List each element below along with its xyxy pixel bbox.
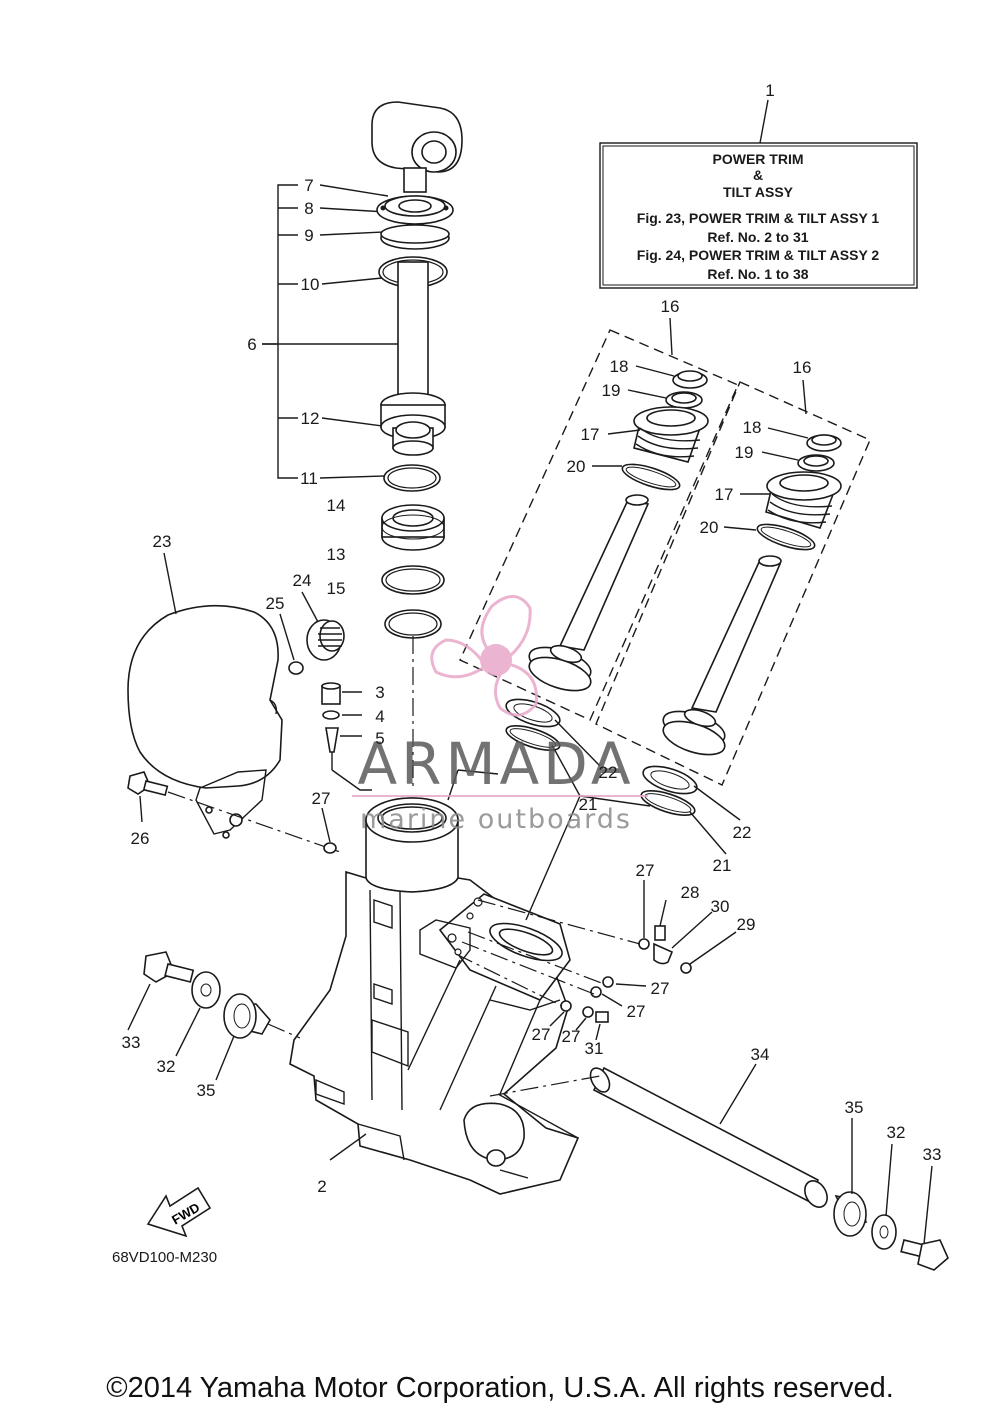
callout-16b: 16	[793, 358, 812, 377]
assy-line-1: POWER TRIM	[713, 151, 804, 167]
armada-watermark: ARMADA marine outboards	[352, 595, 648, 835]
callout-32b: 32	[887, 1123, 906, 1142]
callout-7: 7	[304, 176, 313, 195]
callout-12: 12	[301, 409, 320, 428]
callout-34: 34	[751, 1045, 770, 1064]
trim-rod-left	[528, 370, 709, 692]
callout-25: 25	[266, 594, 285, 613]
assy-line-4: Fig. 23, POWER TRIM & TILT ASSY 1	[637, 210, 880, 226]
callout-29: 29	[737, 915, 756, 934]
callout-27b: 27	[636, 861, 655, 880]
assy-line-2: &	[753, 167, 763, 183]
motor-cover-23	[127, 604, 283, 839]
callout-17b: 17	[715, 485, 734, 504]
callout-20b: 20	[700, 518, 719, 537]
callout-18a: 18	[610, 357, 629, 376]
callout-11: 11	[300, 469, 318, 488]
ball-29	[680, 962, 692, 974]
trim-tilt-housing-2	[289, 797, 580, 1195]
callout-15: 15	[327, 579, 346, 598]
bolt-33-left	[143, 951, 195, 983]
callout-27d: 27	[627, 1002, 646, 1021]
assy-line-5: Ref. No. 2 to 31	[707, 229, 808, 245]
watermark-tagline: marine outboards	[360, 804, 632, 835]
callout-18b: 18	[743, 418, 762, 437]
diagram-code: 68VD100-M230	[112, 1249, 217, 1266]
propeller-logo-icon	[430, 595, 538, 717]
assy-line-3: TILT ASSY	[723, 184, 794, 200]
callout-17a: 17	[581, 425, 600, 444]
callout-9: 9	[304, 226, 313, 245]
callout-8: 8	[304, 199, 313, 218]
callout-5: 5	[375, 729, 384, 748]
part-5	[325, 727, 339, 753]
pin-28	[654, 925, 666, 941]
watermark-brand: ARMADA	[357, 730, 634, 798]
callout-1: 1	[765, 81, 774, 100]
callout-19b: 19	[735, 443, 754, 462]
trim-rod-box-right	[595, 381, 871, 786]
assembly-info-box: POWER TRIM & TILT ASSY Fig. 23, POWER TR…	[599, 142, 918, 289]
trim-rod-right	[662, 434, 842, 756]
callout-33a: 33	[122, 1033, 141, 1052]
callout-27c: 27	[651, 979, 670, 998]
assy-line-7: Ref. No. 1 to 38	[707, 266, 808, 282]
callout-6: 6	[247, 335, 256, 354]
callout-35a: 35	[197, 1081, 216, 1100]
callout-2: 2	[317, 1177, 326, 1196]
callout-20a: 20	[567, 457, 586, 476]
callout-labels: 1 2 3 4 5 6 7 8 9 10 11 12 13 14 15 16 1…	[122, 81, 942, 1196]
trim-rod-box-left	[459, 329, 739, 721]
callout-19a: 19	[602, 381, 621, 400]
callout-23: 23	[153, 532, 172, 551]
copyright-notice: ©2014 Yamaha Motor Corporation, U.S.A. A…	[106, 1372, 894, 1404]
part-4	[322, 710, 340, 720]
assy-line-6: Fig. 24, POWER TRIM & TILT ASSY 2	[637, 247, 880, 263]
bolt-26	[127, 771, 169, 797]
part-24	[306, 619, 345, 661]
part-31	[595, 1011, 609, 1023]
callout-28: 28	[681, 883, 700, 902]
callout-22a: 22	[599, 763, 618, 782]
callout-31: 31	[585, 1039, 604, 1058]
callout-32a: 32	[157, 1057, 176, 1076]
callout-10: 10	[301, 275, 320, 294]
callout-3: 3	[375, 683, 384, 702]
tilt-shaft-34	[589, 1066, 828, 1208]
bushing-35-right	[833, 1191, 867, 1237]
callout-27a: 27	[312, 789, 331, 808]
callout-4: 4	[375, 707, 384, 726]
seal-14	[381, 504, 445, 551]
tilt-rod-assembly	[371, 101, 463, 456]
callout-22b: 22	[733, 823, 752, 842]
callout-33b: 33	[923, 1145, 942, 1164]
callout-13: 13	[327, 545, 346, 564]
callout-26: 26	[131, 829, 150, 848]
callout-14: 14	[327, 496, 346, 515]
callout-35b: 35	[845, 1098, 864, 1117]
callout-27e: 27	[532, 1025, 551, 1044]
part-30	[653, 942, 674, 965]
callout-27f: 27	[562, 1027, 581, 1046]
fwd-arrow-icon: FWD	[146, 1186, 212, 1238]
callout-30: 30	[711, 897, 730, 916]
callout-21b: 21	[713, 856, 732, 875]
callout-24: 24	[293, 571, 312, 590]
o-ring-25	[288, 661, 304, 675]
bolt-33-right	[900, 1239, 949, 1271]
bushing-35-left	[223, 993, 271, 1039]
callout-21a: 21	[579, 795, 598, 814]
bracket-6	[262, 184, 399, 479]
callout-16a: 16	[661, 297, 680, 316]
